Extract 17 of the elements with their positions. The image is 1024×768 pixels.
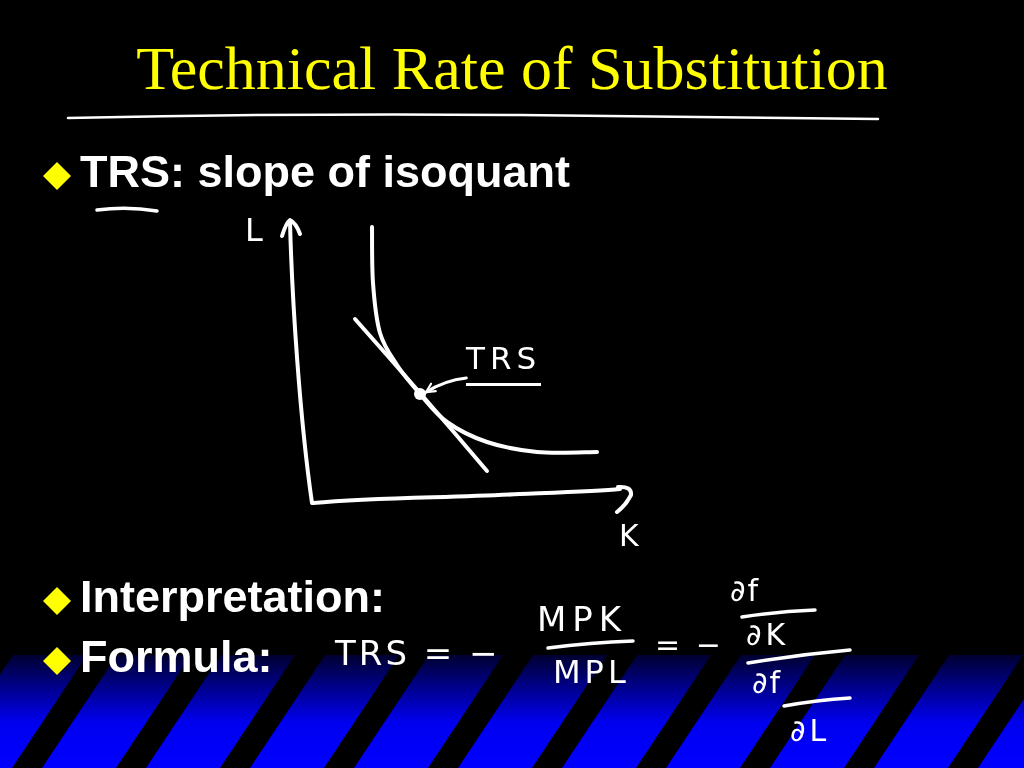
formula-text: MPK [537, 602, 628, 636]
formula-text: TRS = − [335, 636, 501, 670]
formula-text: = − [655, 630, 724, 660]
bullet-text: TRS: slope of isoquant [80, 149, 570, 194]
formula-text: MPL [553, 656, 630, 688]
leader-arrow [424, 376, 468, 394]
axis-label: L [245, 214, 263, 246]
formula-text: ∂f [752, 668, 783, 698]
slide-title: Technical Rate of Substitution [136, 37, 888, 99]
bullet-text: Formula: [80, 634, 273, 679]
tangent-point [414, 388, 426, 400]
formula-text: ∂L [790, 716, 831, 746]
formula-text: ∂f [730, 576, 761, 606]
formula-text: ∂K [746, 620, 790, 650]
annotation-label: TRS [466, 343, 542, 386]
bullet-text: Interpretation: [80, 574, 385, 619]
axis-label: K [619, 521, 639, 551]
